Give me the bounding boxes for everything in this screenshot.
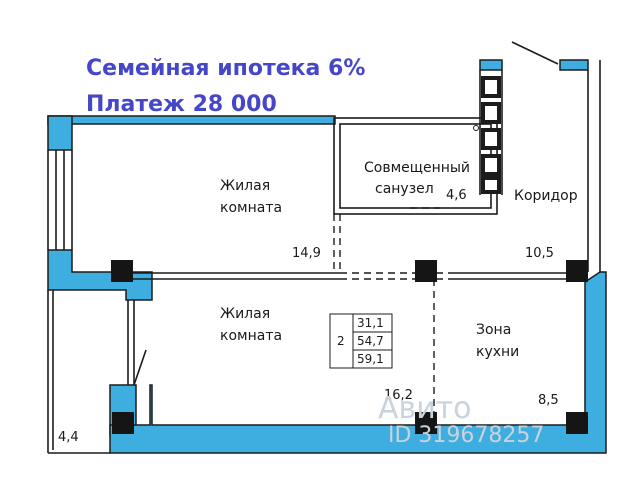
room-living-2-area: 16,2 (384, 388, 413, 403)
shaft-cell-5 (481, 176, 501, 194)
vent-shaft (481, 76, 501, 194)
room-bathroom-name-1: Совмещенный (364, 160, 470, 176)
summary-total-area: 54,7 (357, 334, 384, 348)
columns (111, 260, 588, 434)
zone-boundaries (333, 207, 455, 420)
room-living-2-name-2: комната (220, 328, 282, 344)
outer-walls (47, 59, 607, 454)
wall-left-middle (47, 249, 153, 301)
shaft-cap (479, 59, 503, 71)
summary-rooms-count: 2 (337, 334, 345, 348)
shaft-cell-3 (481, 128, 501, 150)
drain-icon (473, 125, 479, 131)
summary-box (329, 313, 393, 369)
summary-total-with-balcony: 59,1 (357, 352, 384, 366)
balcony-door-swing (133, 349, 147, 386)
watermark-line-1: Авито (378, 391, 472, 426)
area-summary (329, 313, 393, 369)
watermark-line-2: ID 319678257 (388, 423, 544, 448)
column-left (111, 260, 133, 282)
promo-payment-text: Платеж 28 000 (86, 92, 277, 117)
room-kitchen-name-2: кухни (476, 344, 519, 360)
column-bottom-left (112, 412, 134, 434)
wall-bottom (109, 271, 607, 454)
room-corridor-name: Коридор (514, 188, 578, 204)
room-corridor-area: 10,5 (525, 246, 554, 261)
room-living-2-name-1: Жилая (220, 306, 270, 322)
room-kitchen-name-1: Зона (476, 322, 511, 338)
room-kitchen-area: 8,5 (538, 393, 559, 408)
column-bottom-center (415, 412, 437, 434)
wall-right-upper (559, 59, 589, 71)
wall-top (47, 115, 336, 125)
room-balcony-area: 4,4 (58, 430, 79, 445)
room-living-1-name-2: комната (220, 200, 282, 216)
room-bathroom-area: 4,6 (446, 188, 467, 203)
column-right (566, 260, 588, 282)
room-bathroom-name-2: санузел (375, 181, 434, 197)
thin-walls (47, 41, 601, 454)
shaft-cell-2 (481, 102, 501, 124)
entrance-door (511, 41, 559, 65)
wall-top-left-corner (47, 115, 73, 151)
shaft-cell-4 (481, 154, 501, 176)
summary-living-area: 31,1 (357, 316, 384, 330)
shaft-cell-1 (481, 76, 501, 98)
column-bottom-right (566, 412, 588, 434)
column-center (415, 260, 437, 282)
promo-mortgage-text: Семейная ипотека 6% (86, 56, 366, 81)
room-living-1-area: 14,9 (292, 246, 321, 261)
room-living-1-name-1: Жилая (220, 178, 270, 194)
